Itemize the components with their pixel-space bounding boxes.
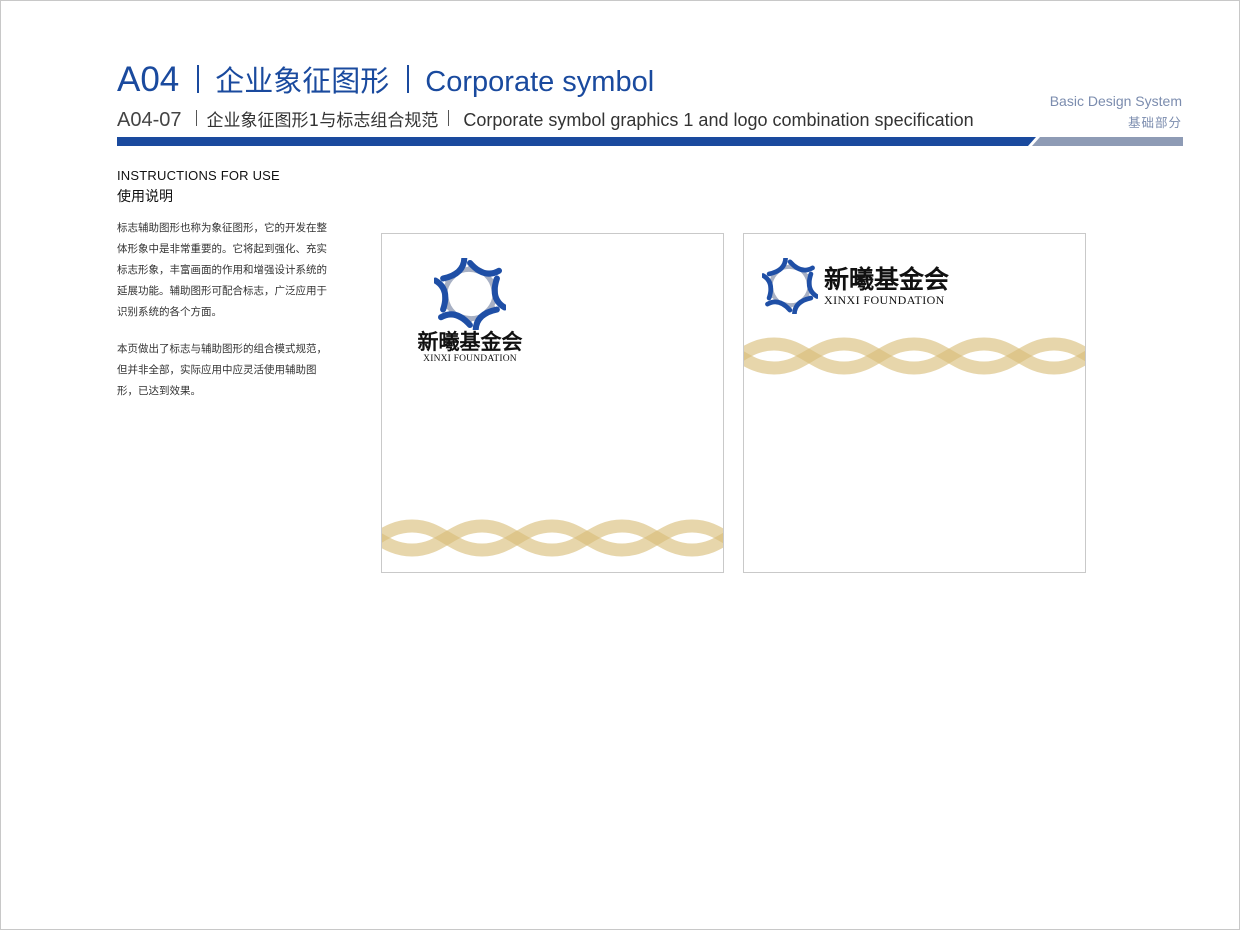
logo-name-cn: 新曦基金会 xyxy=(417,330,523,354)
brand-tag-cn: 基础部分 xyxy=(1127,115,1182,130)
brand-tag-en: Basic Design System xyxy=(1049,93,1182,109)
instructions-paragraph: 标志辅助图形也称为象征图形，它的开发在整体形象中是非常重要的。它将起到强化、充实… xyxy=(117,222,327,318)
gold-wave-graphic xyxy=(744,331,1085,381)
logo-name-en: XINXI FOUNDATION xyxy=(824,293,945,307)
title-divider xyxy=(197,65,200,93)
section-title-cn: 企业象征图形 xyxy=(215,64,390,98)
ring-knot-icon xyxy=(434,258,506,330)
page-subtitle: A04-07 企业象征图形1与标志组合规范 Corporate symbol g… xyxy=(117,106,974,132)
header-rule-grey xyxy=(1032,137,1183,146)
title-divider xyxy=(407,65,410,93)
logo-name-en: XINXI FOUNDATION xyxy=(423,354,517,364)
page-title-en: Corporate symbol graphics 1 and logo com… xyxy=(463,110,974,130)
subtitle-divider xyxy=(448,110,450,126)
logo-horizontal: 新曦基金会 XINXI FOUNDATION xyxy=(762,258,949,314)
page-title-cn: 企业象征图形1与标志组合规范 xyxy=(206,111,439,131)
brand-tag: Basic Design System 基础部分 xyxy=(1050,93,1182,131)
page-code: A04-07 xyxy=(117,109,182,131)
logo-vertical: 新曦基金会 XINXI FOUNDATION xyxy=(414,258,526,364)
sample-card-vertical: 新曦基金会 XINXI FOUNDATION xyxy=(381,233,724,573)
section-title-en: Corporate symbol xyxy=(425,66,655,98)
ring-knot-icon xyxy=(762,258,818,314)
gold-wave-graphic xyxy=(382,513,723,563)
section-code: A04 xyxy=(117,60,180,99)
sample-card-horizontal: 新曦基金会 XINXI FOUNDATION xyxy=(743,233,1086,573)
instructions-panel: INSTRUCTIONS FOR USE 使用说明 标志辅助图形也称为象征图形，… xyxy=(117,168,337,402)
instructions-paragraph: 本页做出了标志与辅助图形的组合模式规范，但并非全部，实际应用中应灵活使用辅助图形… xyxy=(117,343,327,397)
section-title: A04 企业象征图形 Corporate symbol xyxy=(117,58,655,99)
instructions-heading-cn: 使用说明 xyxy=(117,189,173,205)
logo-name-cn: 新曦基金会 xyxy=(824,265,950,294)
header-rule-blue xyxy=(117,137,1036,146)
subtitle-divider xyxy=(195,110,197,126)
instructions-heading-en: INSTRUCTIONS FOR USE xyxy=(117,168,280,183)
